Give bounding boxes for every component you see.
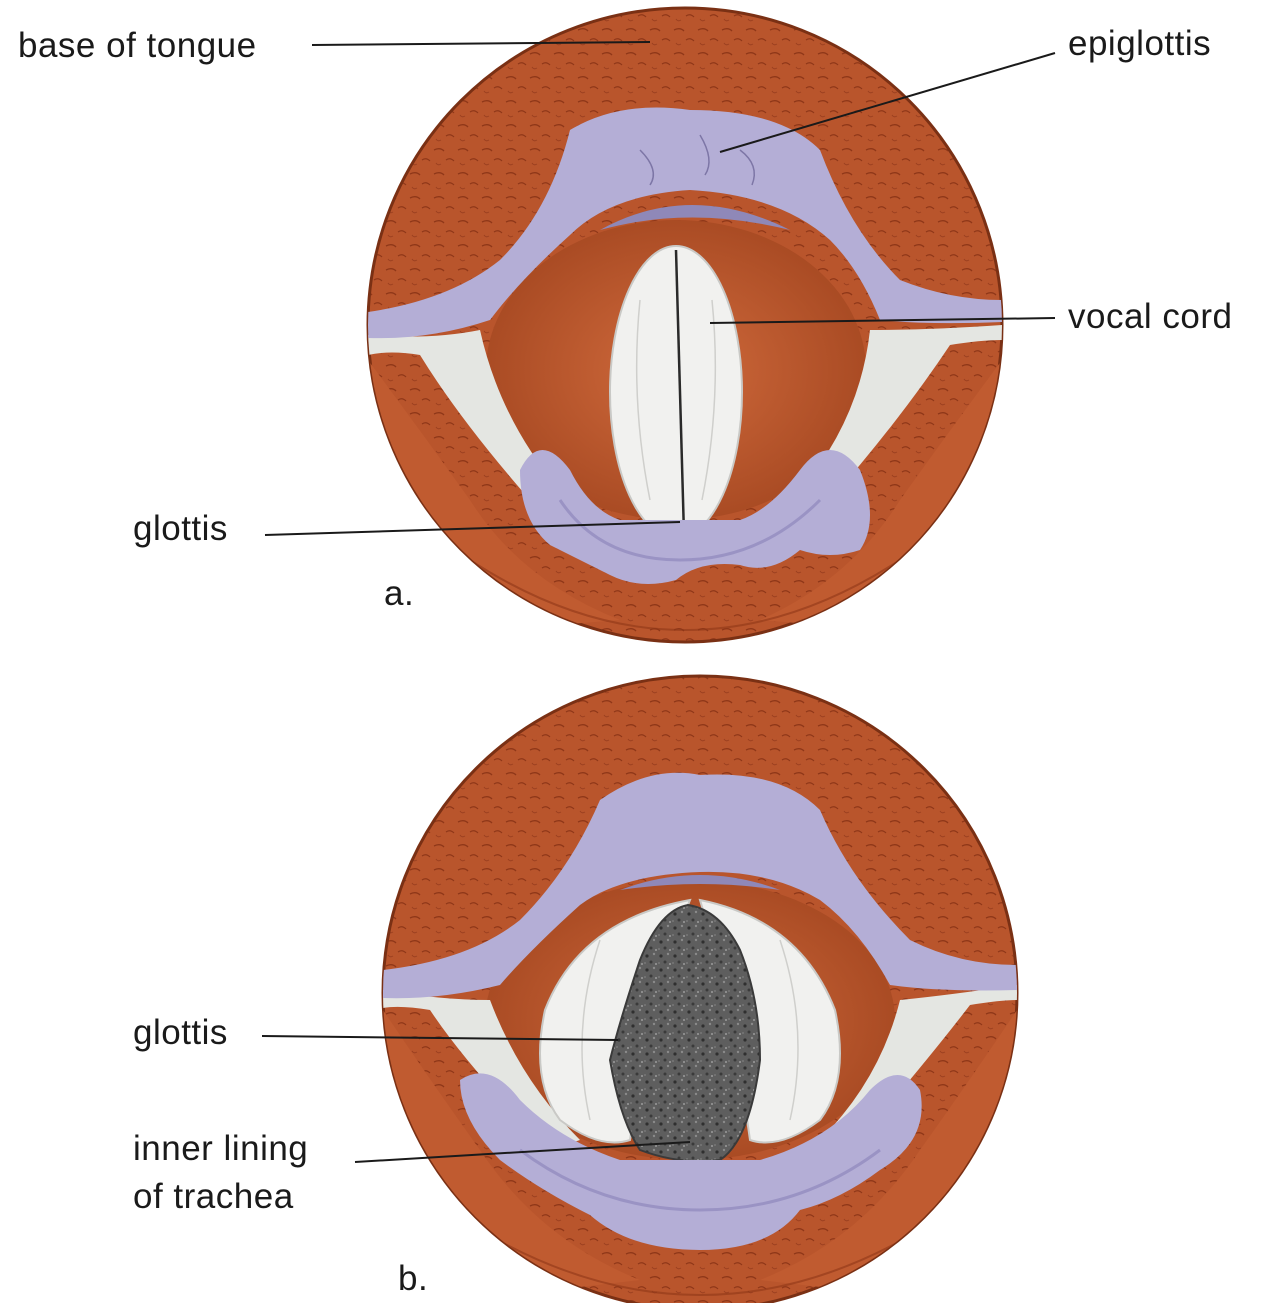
label-base-of-tongue: base of tongue bbox=[18, 26, 257, 65]
figure-b bbox=[383, 676, 1017, 1303]
label-inner-lining-line1: inner lining bbox=[133, 1129, 308, 1168]
figure-a bbox=[368, 8, 1002, 645]
panel-label-b: b. bbox=[398, 1259, 428, 1298]
label-glottis-a: glottis bbox=[133, 509, 228, 548]
label-inner-lining-line2: of trachea bbox=[133, 1177, 294, 1216]
label-epiglottis: epiglottis bbox=[1068, 24, 1211, 63]
label-glottis-b: glottis bbox=[133, 1013, 228, 1052]
panel-label-a: a. bbox=[384, 574, 414, 613]
label-vocal-cord: vocal cord bbox=[1068, 297, 1233, 336]
